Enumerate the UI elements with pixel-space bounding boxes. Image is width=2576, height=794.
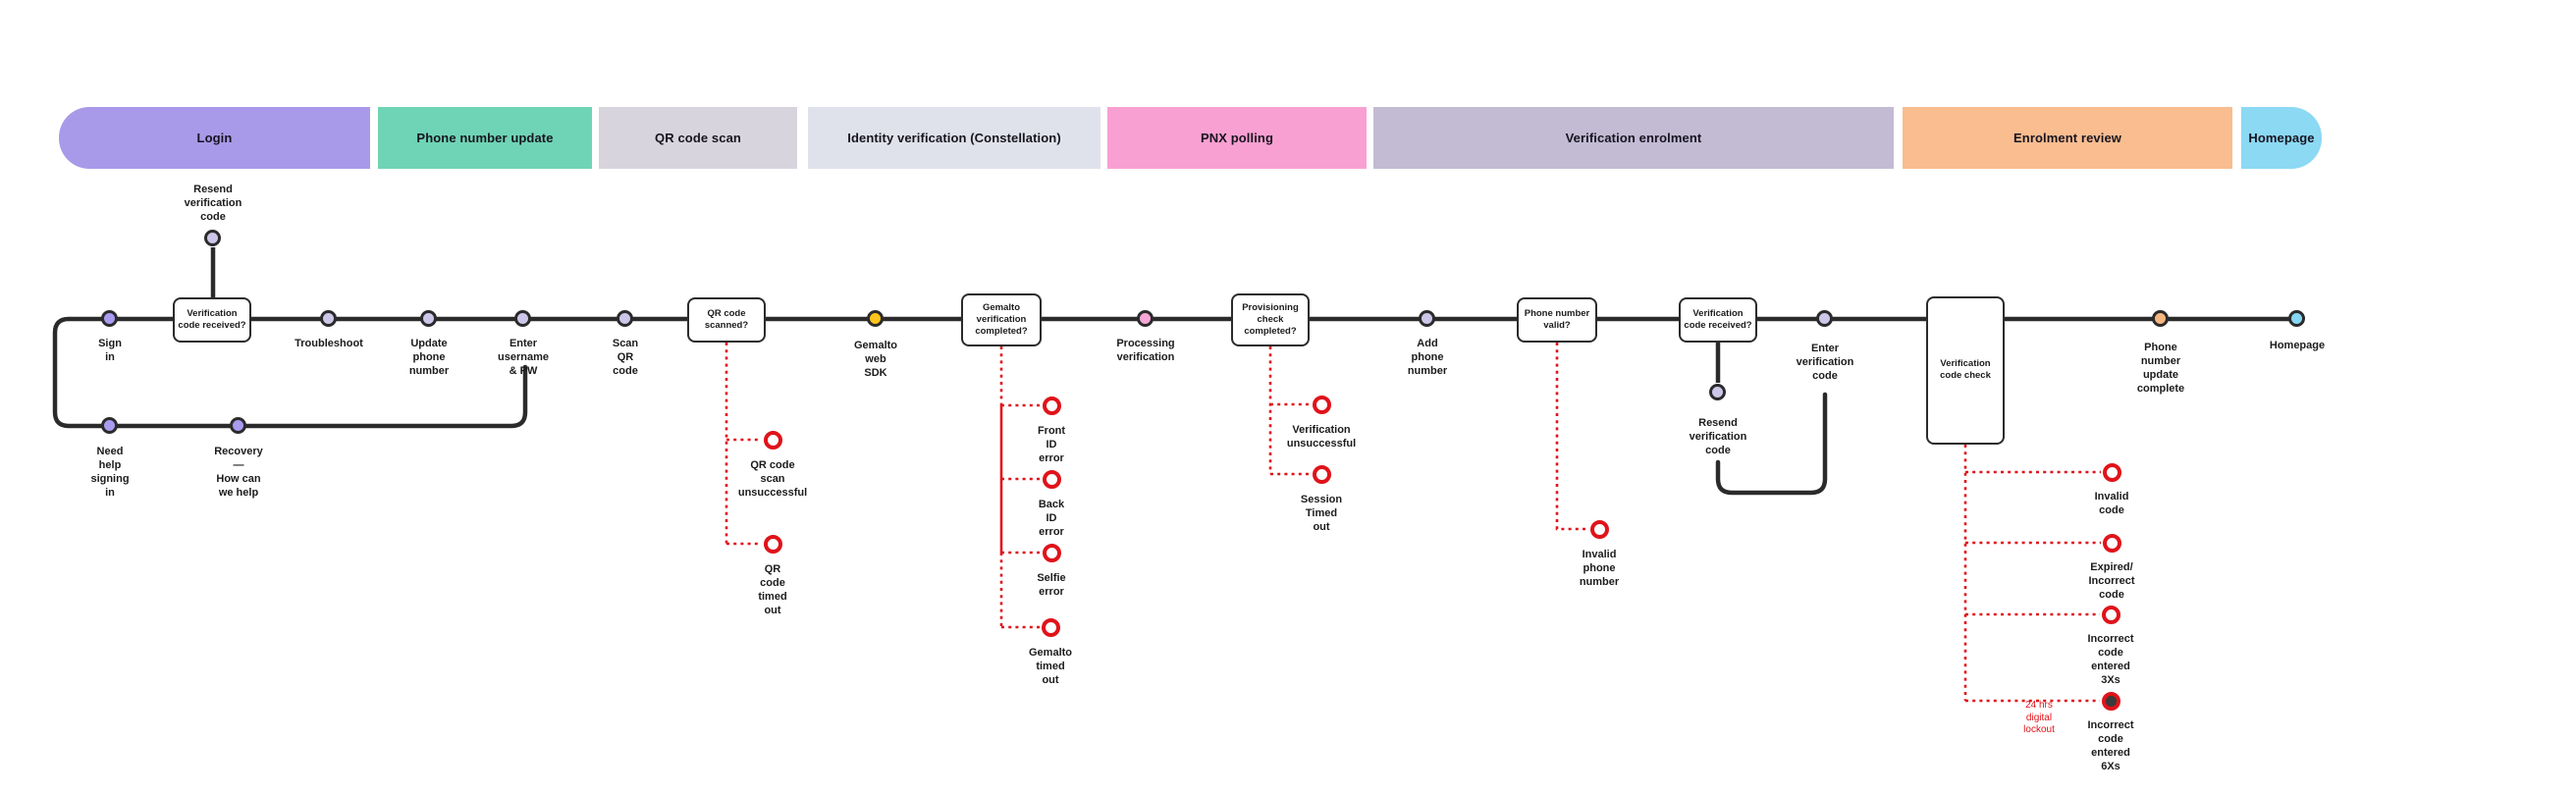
node-troubleshoot (320, 310, 337, 327)
stage-enrolment-review: Enrolment review (1903, 107, 2232, 169)
node-resend-verification-code-2-label: Resend verification code (1689, 417, 1747, 456)
error-front-id-label: Front ID error (1037, 425, 1066, 464)
node-enter-verification-code-label: Enter verification code (1796, 343, 1854, 382)
box-phone-number-valid: Phone number valid? (1517, 297, 1597, 343)
node-enter-username-pw (514, 310, 531, 327)
node-scan-qr-code-label: Scan QR code (612, 338, 639, 377)
node-resend-verification-code-2 (1709, 384, 1726, 400)
box-phone-number-valid-label: Phone number valid? (1524, 308, 1590, 331)
box-qr-code-scanned: QR code scanned? (687, 297, 766, 343)
box-verification-code-received-2: Verification code received? (1679, 297, 1757, 343)
gemalto-error-connector-upper (999, 346, 1041, 555)
node-homepage-label: Homepage (2269, 340, 2326, 351)
error-invalid-phone-number-label: Invalid phone number (1579, 549, 1620, 588)
stage-enrolment-review-label: Enrolment review (2013, 131, 2121, 145)
node-troubleshoot-label: Troubleshoot (295, 338, 363, 349)
error-selfie (1042, 543, 1061, 562)
node-processing-verification-label: Processing verification (1116, 338, 1175, 363)
node-scan-qr-code (617, 310, 633, 327)
phone-valid-error-connector (1555, 343, 1588, 531)
node-need-help-signing-in-label: Need help signing in (90, 446, 130, 499)
stage-verification-enrolment: Verification enrolment (1373, 107, 1894, 169)
node-sign-in-label: Sign in (98, 338, 122, 363)
error-qr-code-scan-unsuccessful (763, 430, 782, 450)
node-homepage (2288, 310, 2305, 327)
error-gemalto-timed-out (1041, 617, 1060, 637)
node-resend-verification-code-top-label: Resend verification code (184, 184, 242, 223)
error-back-id-label: Back ID error (1038, 499, 1065, 538)
node-enter-verification-code (1816, 310, 1833, 327)
error-invalid-code-label: Invalid code (2094, 491, 2129, 516)
stage-phone-number-update-label: Phone number update (416, 131, 554, 145)
stage-qr-code-scan: QR code scan (599, 107, 797, 169)
node-phone-number-update-complete (2152, 310, 2169, 327)
node-phone-number-update-complete-label: Phone number update complete (2136, 342, 2185, 395)
node-enter-username-pw-label: Enter username & PW (498, 338, 549, 377)
box-provisioning-check-completed: Provisioning check completed? (1231, 293, 1310, 346)
stage-identity-verification-label: Identity verification (Constellation) (847, 131, 1061, 145)
box-gemalto-verification-completed: Gemalto verification completed? (961, 293, 1042, 346)
node-resend-verification-code-top (204, 230, 221, 246)
gemalto-error-connector-lower (999, 553, 1040, 629)
provisioning-error-connector (1268, 346, 1311, 476)
node-update-phone-number (420, 310, 437, 327)
node-recovery-how-can-we-help-label: Recovery— How can we help (214, 446, 263, 499)
error-expired-incorrect-code (2102, 533, 2121, 553)
error-session-timed-out-label: Session Timed out (1300, 494, 1343, 533)
error-front-id (1042, 396, 1061, 415)
node-gemalto-web-sdk (867, 310, 884, 327)
error-incorrect-code-6xs (2101, 691, 2120, 711)
box-verification-code-received-2-label: Verification code received? (1684, 308, 1752, 331)
stage-login-label: Login (196, 131, 233, 145)
resend-code-2-loop-line (1715, 392, 1828, 496)
code-check-error-connector (1963, 445, 2101, 703)
error-back-id (1042, 469, 1061, 489)
node-add-phone-number-label: Add phone number (1407, 338, 1448, 377)
error-qr-code-timed-out-label: QR code timed out (758, 563, 787, 616)
stage-verification-enrolment-label: Verification enrolment (1565, 131, 1702, 145)
node-processing-verification (1137, 310, 1154, 327)
error-incorrect-code-3xs (2101, 605, 2120, 624)
node-recovery-how-can-we-help (230, 417, 246, 434)
error-gemalto-timed-out-label: Gemalto timed out (1028, 647, 1073, 686)
stage-identity-verification: Identity verification (Constellation) (808, 107, 1100, 169)
node-sign-in (101, 310, 118, 327)
login-recovery-loop-line (52, 316, 528, 429)
stage-login: Login (59, 107, 370, 169)
box-gemalto-verification-completed-label: Gemalto verification completed? (975, 302, 1028, 337)
node-gemalto-web-sdk-label: Gemalto web SDK (853, 340, 898, 379)
box-verification-code-received-1: Verification code received? (173, 297, 251, 343)
box-qr-code-scanned-label: QR code scanned? (704, 308, 749, 331)
stage-pnx-polling-label: PNX polling (1200, 131, 1274, 145)
error-incorrect-code-3xs-label: Incorrect code entered 3Xs (2087, 633, 2134, 686)
note-digital-lockout: 24 hrs digital lockout (2023, 700, 2055, 735)
box-verification-code-check-label: Verification code check (1940, 358, 1991, 381)
node-add-phone-number (1419, 310, 1435, 327)
error-qr-code-scan-unsuccessful-label: QR code scan unsuccessful (737, 459, 808, 499)
stage-pnx-polling: PNX polling (1107, 107, 1367, 169)
box-verification-code-check: Verification code check (1926, 295, 2005, 445)
stage-qr-code-scan-label: QR code scan (655, 131, 741, 145)
node-update-phone-number-label: Update phone number (408, 338, 450, 377)
box-verification-code-received-1-label: Verification code received? (178, 308, 246, 331)
qr-error-connector (724, 343, 762, 546)
error-qr-code-timed-out (763, 534, 782, 554)
error-incorrect-code-6xs-label: Incorrect code entered 6Xs (2087, 719, 2134, 772)
error-verification-unsuccessful (1312, 395, 1331, 414)
error-invalid-phone-number (1589, 519, 1609, 539)
error-invalid-code (2102, 462, 2121, 482)
error-selfie-label: Selfie error (1037, 572, 1066, 598)
error-expired-incorrect-code-label: Expired/ Incorrect code (2088, 561, 2135, 601)
stage-phone-number-update: Phone number update (378, 107, 592, 169)
box-provisioning-check-completed-label: Provisioning check completed? (1242, 302, 1299, 337)
error-verification-unsuccessful-label: Verification unsuccessful (1286, 424, 1357, 450)
node-need-help-signing-in (101, 417, 118, 434)
stage-homepage-label: Homepage (2248, 131, 2315, 145)
stage-homepage: Homepage (2241, 107, 2322, 169)
error-session-timed-out (1312, 464, 1331, 484)
